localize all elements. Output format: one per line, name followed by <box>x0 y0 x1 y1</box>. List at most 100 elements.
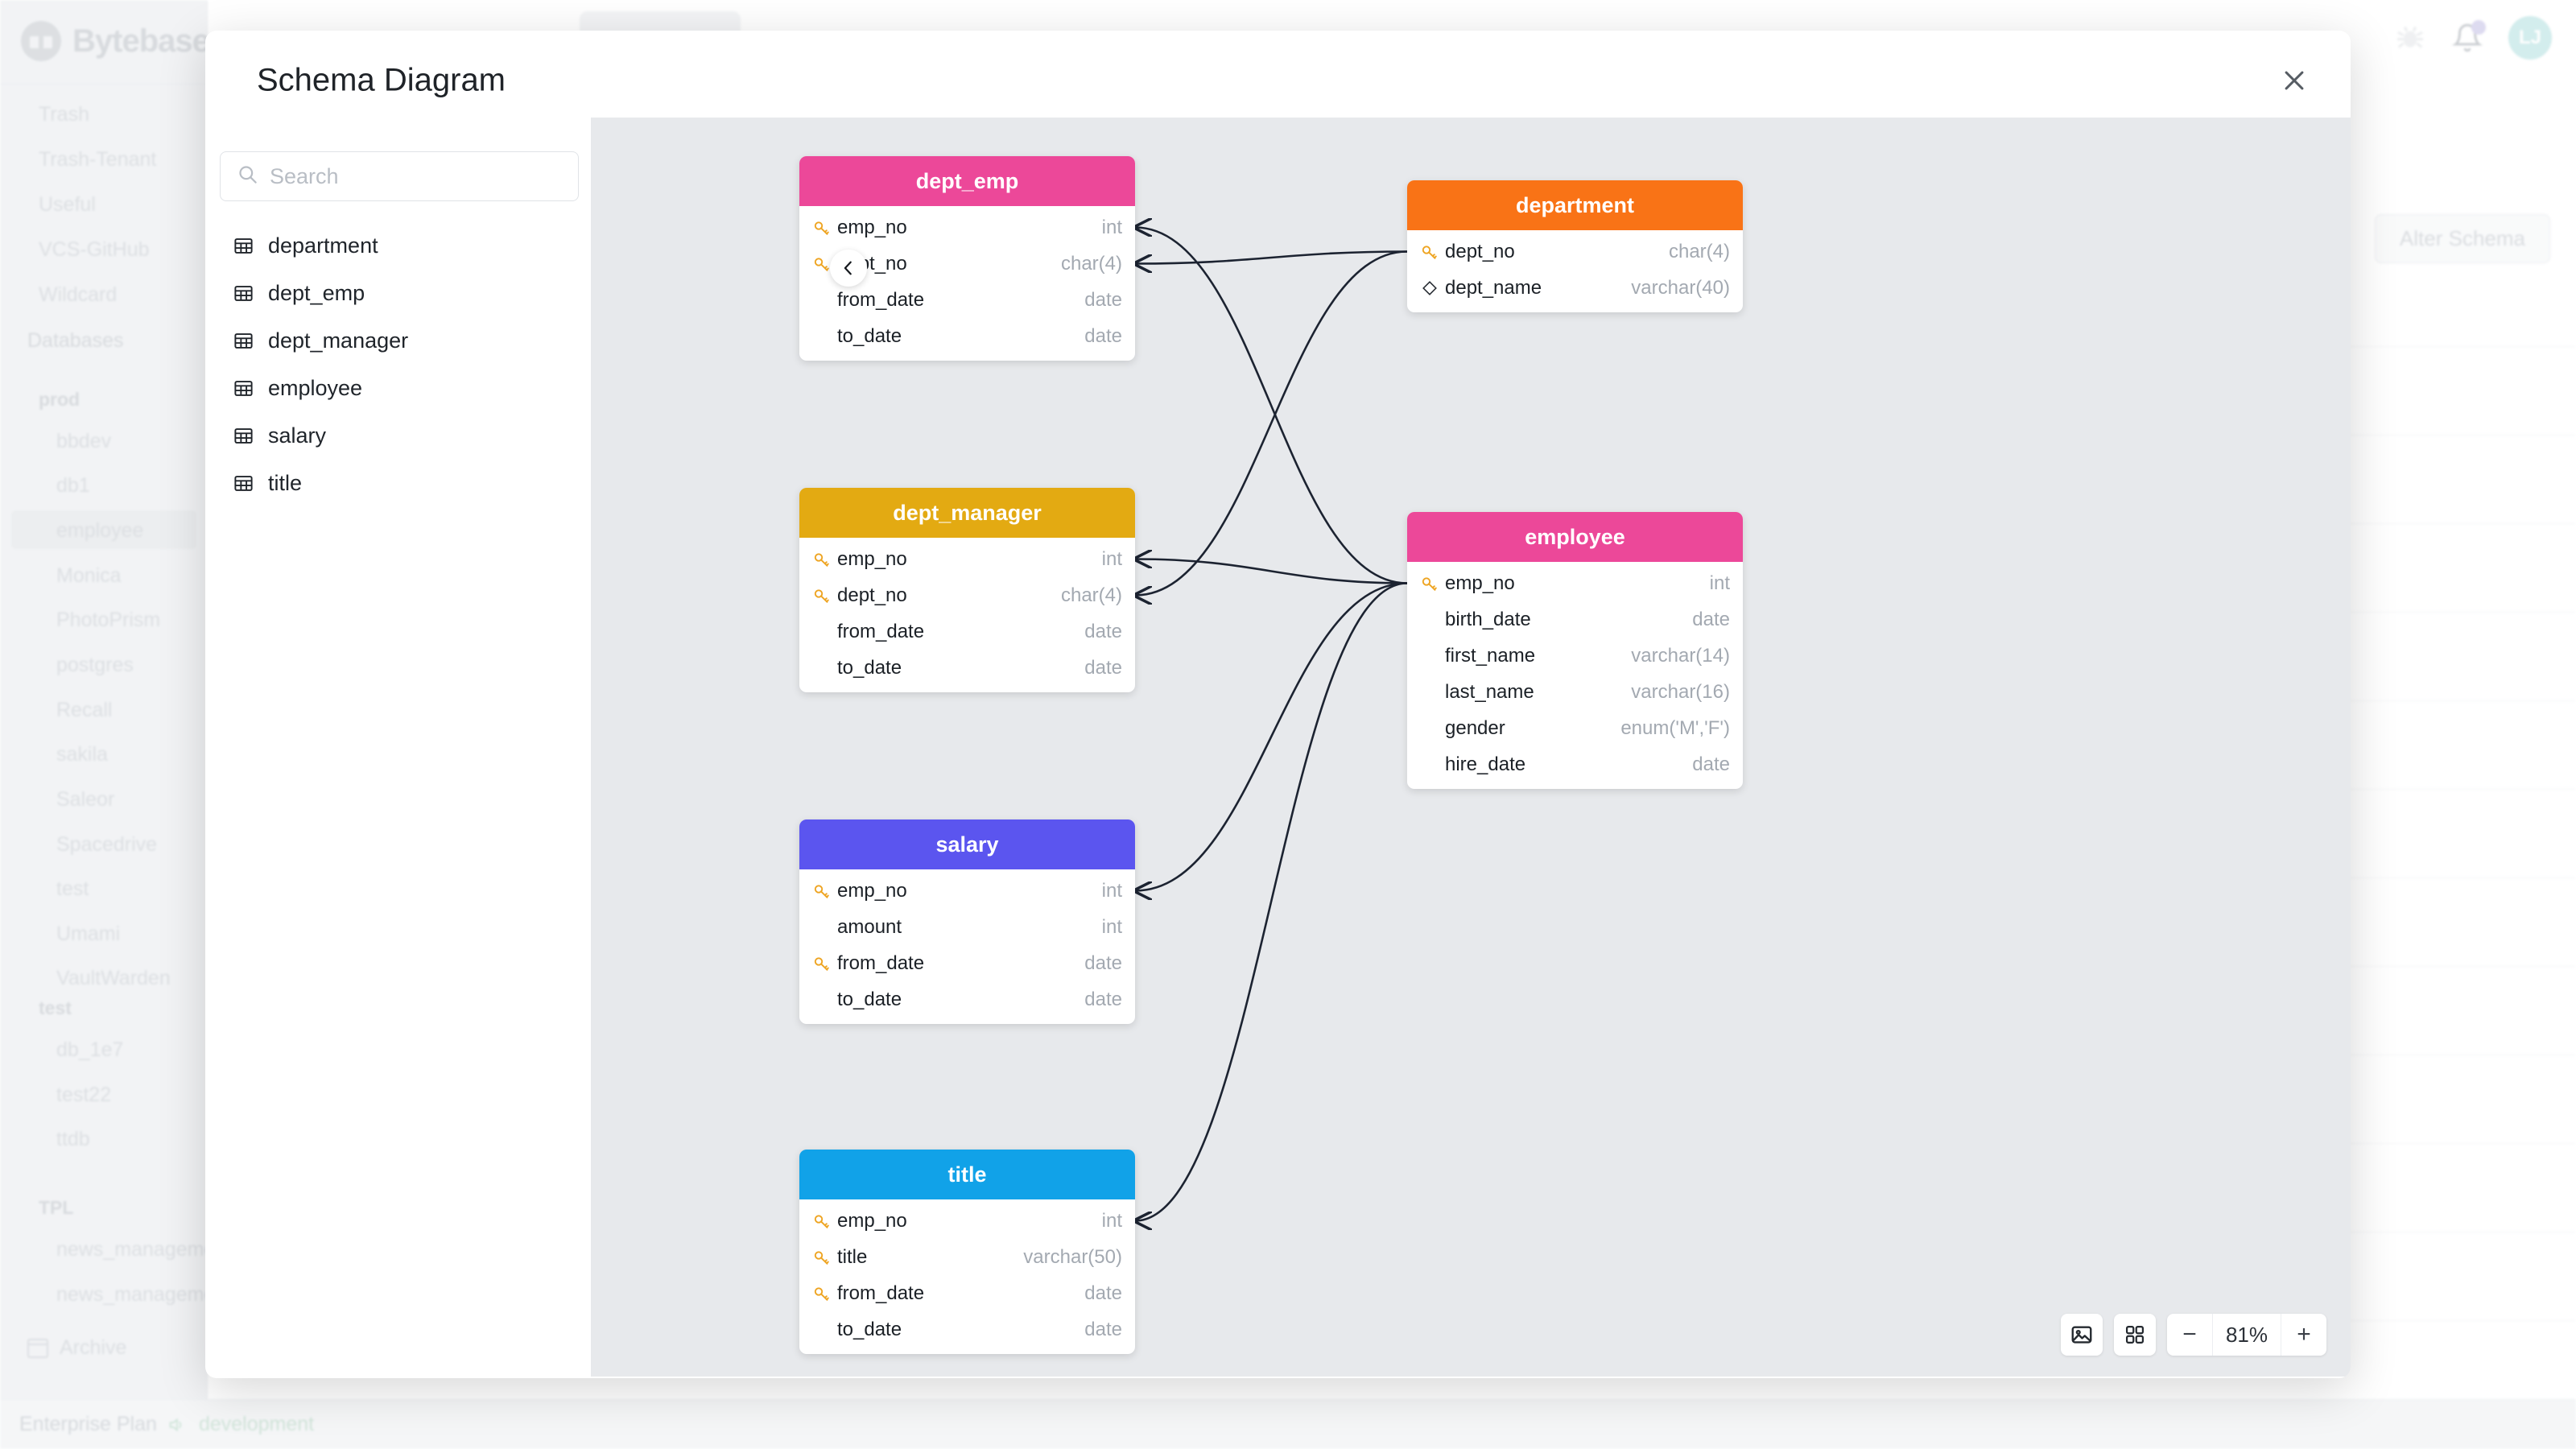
speaker-icon[interactable] <box>167 1416 186 1434</box>
sidebar-db-bbdev[interactable]: bbdev <box>56 430 112 452</box>
table-list-item-dept_emp[interactable]: dept_emp <box>207 270 591 317</box>
close-icon[interactable] <box>2273 60 2315 101</box>
table-icon <box>233 283 254 304</box>
sidebar-db-umami[interactable]: Umami <box>56 923 121 945</box>
no-key-icon <box>1419 718 1440 739</box>
sidebar-db-recall[interactable]: Recall <box>56 699 113 721</box>
sidebar-db-monica[interactable]: Monica <box>56 564 122 587</box>
sidebar-item-vcs-github[interactable]: VCS-GitHub <box>39 238 150 261</box>
table-icon <box>233 425 254 447</box>
sidebar-db-photoprism[interactable]: PhotoPrism <box>56 609 161 631</box>
sidebar-item-trash-tenant[interactable]: Trash-Tenant <box>39 148 157 171</box>
sidebar-db-sakila[interactable]: sakila <box>56 743 108 766</box>
sidebar-item-trash[interactable]: Trash <box>39 103 89 126</box>
export-image-button[interactable] <box>2061 1314 2103 1356</box>
sidebar-db-vaultwarden[interactable]: VaultWarden <box>56 967 171 989</box>
column-name: from_date <box>837 1282 925 1304</box>
table-icon <box>233 235 254 257</box>
app-logo[interactable]: Bytebase <box>21 21 210 61</box>
column-type: int <box>1709 572 1730 594</box>
table-list-item-salary[interactable]: salary <box>207 412 591 460</box>
collapse-panel-button[interactable] <box>830 250 867 287</box>
sidebar-item-useful[interactable]: Useful <box>39 193 96 216</box>
table-list-item-dept_manager[interactable]: dept_manager <box>207 317 591 365</box>
zoom-level-label[interactable]: 81% <box>2212 1314 2281 1356</box>
column-name: to_date <box>837 1318 902 1340</box>
search-input[interactable] <box>270 163 562 189</box>
fit-view-button[interactable] <box>2114 1314 2156 1356</box>
primary-key-icon <box>811 1211 832 1232</box>
sidebar-db-news_management[interactable]: news_management <box>56 1238 233 1261</box>
column-name: to_date <box>837 656 902 679</box>
no-key-icon <box>811 290 832 311</box>
sidebar-db-test22[interactable]: test22 <box>56 1084 112 1106</box>
column-type: varchar(14) <box>1631 644 1730 667</box>
primary-key-icon <box>811 1283 832 1304</box>
sidebar-db-db_1e7[interactable]: db_1e7 <box>56 1038 124 1061</box>
sidebar-item-wildcard[interactable]: Wildcard <box>39 283 118 306</box>
search-box[interactable] <box>220 151 579 201</box>
column-name: from_date <box>837 288 925 311</box>
sidebar-db-postgres[interactable]: postgres <box>56 654 134 676</box>
alter-schema-button[interactable]: Alter Schema <box>2374 214 2550 263</box>
table-list-item-title[interactable]: title <box>207 460 591 507</box>
column-type: date <box>1084 1318 1122 1340</box>
primary-key-icon <box>811 549 832 570</box>
column-name: from_date <box>837 620 925 642</box>
sidebar-group-tpl: TPL <box>39 1197 74 1218</box>
app-logo-text: Bytebase <box>72 23 210 59</box>
sidebar-db-spacedrive[interactable]: Spacedrive <box>56 833 158 856</box>
column-type: int <box>1101 915 1122 938</box>
table-list-item-employee[interactable]: employee <box>207 365 591 412</box>
page-title: Schema Diagram <box>257 62 506 98</box>
primary-key-icon <box>811 217 832 238</box>
zoom-out-button[interactable]: − <box>2182 1321 2197 1348</box>
zoom-in-button[interactable]: + <box>2297 1321 2311 1348</box>
primary-key-icon <box>811 254 832 275</box>
column-name: last_name <box>1445 680 1534 703</box>
table-list-item-department[interactable]: department <box>207 222 591 270</box>
table-node-title: employee <box>1407 512 1743 562</box>
sidebar-db-saleor[interactable]: Saleor <box>56 788 115 811</box>
column-row-to_date[interactable]: to_date date <box>799 1311 1135 1348</box>
avatar[interactable]: LJ <box>2508 16 2552 60</box>
sidebar-db-test[interactable]: test <box>56 877 89 900</box>
bell-icon[interactable] <box>2452 20 2486 54</box>
bug-icon[interactable] <box>2394 22 2426 54</box>
sidebar-db-ttdb[interactable]: ttdb <box>56 1128 90 1150</box>
sidebar-item-archive[interactable]: Archive <box>27 1336 126 1360</box>
sidebar-db-db1[interactable]: db1 <box>56 474 90 497</box>
sidebar-db-employee[interactable]: employee <box>56 519 144 542</box>
